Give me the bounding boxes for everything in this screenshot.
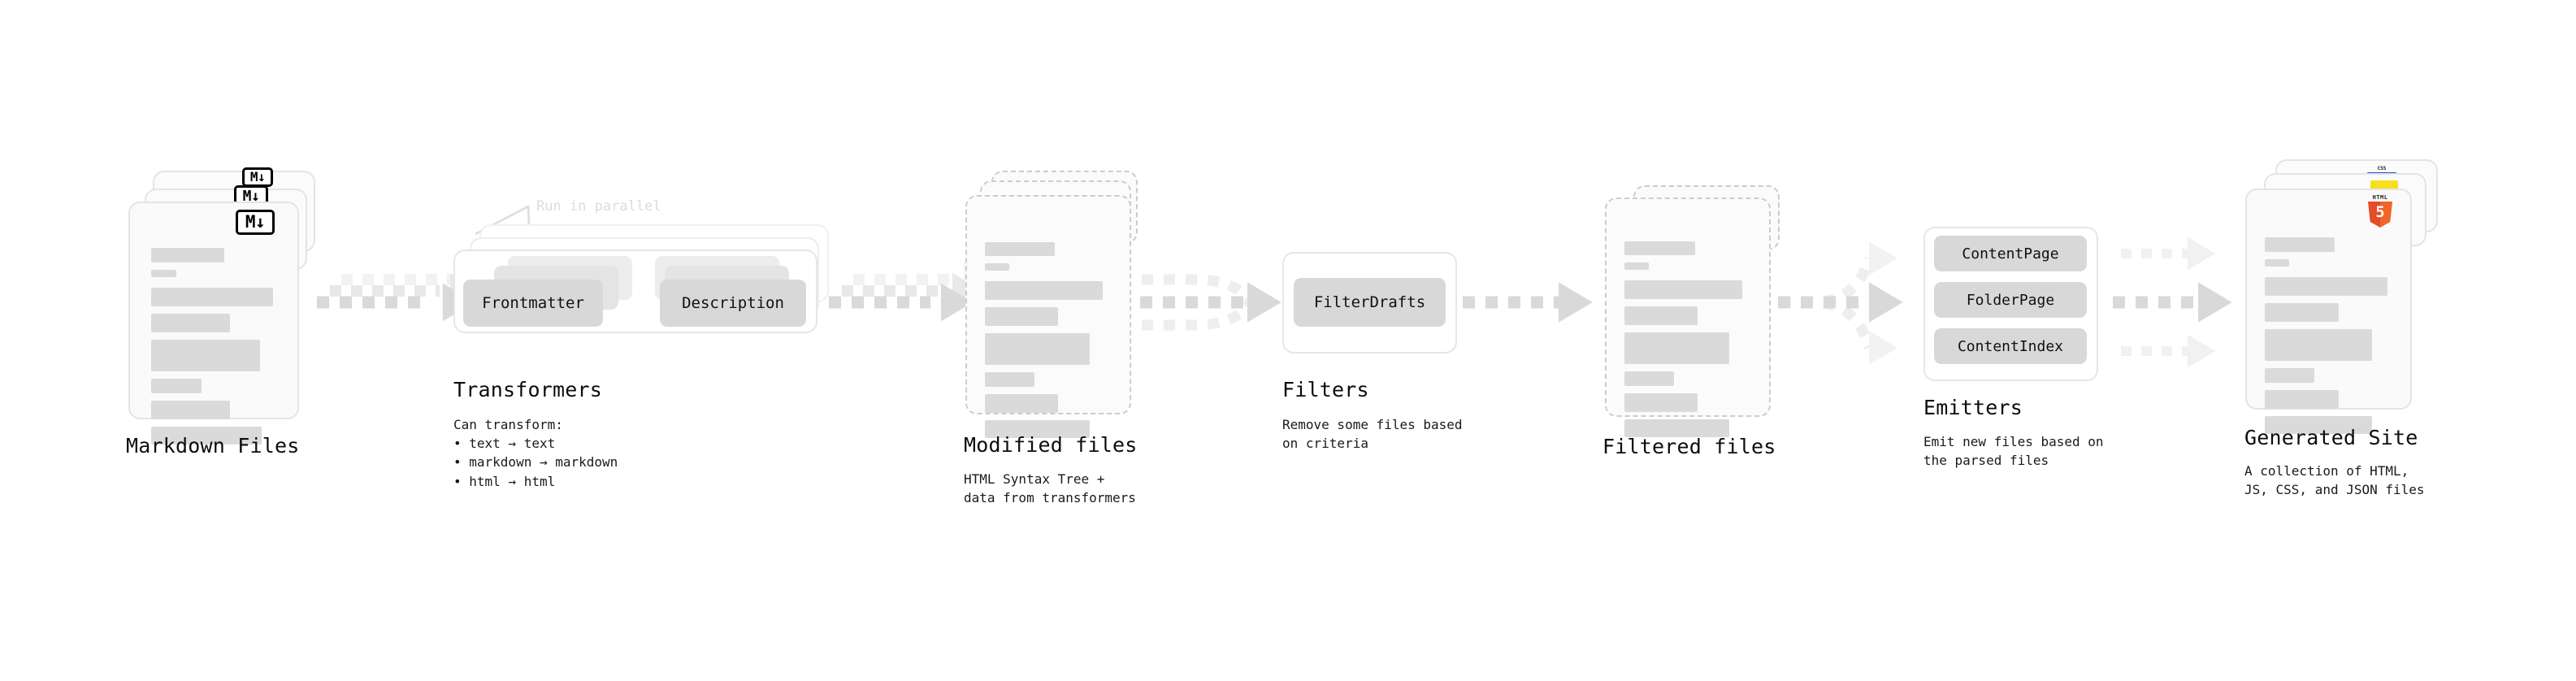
transformer-chip-description[interactable]: Description — [660, 280, 806, 327]
modified-card-front — [965, 195, 1131, 438]
stage-subtitle-modified-files: HTML Syntax Tree + data from transformer… — [964, 471, 1136, 506]
html5-icon: HTML 5 — [2366, 195, 2394, 228]
filtered-card-front — [1605, 197, 1771, 437]
stage-subtitle-generated-site: A collection of HTML, JS, CSS, and JSON … — [2244, 463, 2425, 498]
stage-subtitle-transformers: Can transform: • text → text • markdown … — [453, 417, 618, 489]
emitter-chip-contentpage[interactable]: ContentPage — [1934, 236, 2087, 271]
connector-emitters-to-site — [2113, 236, 2232, 368]
connector-modified-to-filters — [1140, 274, 1281, 331]
stage-title-generated-site: Generated Site — [2244, 426, 2418, 449]
filtered-card-placeholder-lines — [1624, 241, 1751, 445]
connector-filters-to-filtered — [1463, 282, 1593, 323]
emitter-chip-contentindex[interactable]: ContentIndex — [1934, 328, 2087, 364]
stage-title-transformers: Transformers — [453, 378, 603, 401]
markdown-card-front — [128, 202, 299, 445]
css-badge-label: CSS — [2377, 166, 2387, 171]
stage-subtitle-emitters: Emit new files based on the parsed files — [1923, 434, 2104, 469]
filter-chip-filterdrafts[interactable]: FilterDrafts — [1294, 278, 1446, 327]
stage-title-markdown-files: Markdown Files — [126, 434, 300, 458]
html5-version-glyph: 5 — [2375, 203, 2385, 221]
markdown-badge-back: M↓ — [242, 167, 273, 187]
emitter-chip-folderpage[interactable]: FolderPage — [1934, 282, 2087, 318]
transformer-chip-frontmatter[interactable]: Frontmatter — [463, 280, 603, 327]
markdown-badge-front: M↓ — [236, 210, 275, 235]
stage-title-emitters: Emitters — [1923, 396, 2023, 419]
site-card-placeholder-lines — [2265, 237, 2392, 441]
markdown-card-placeholder-lines — [151, 248, 278, 452]
html5-shield-shape: 5 — [2368, 202, 2392, 228]
connector-filtered-to-emitters — [1778, 241, 1903, 365]
html5-badge-label: HTML — [2372, 194, 2388, 201]
site-card-front — [2245, 189, 2412, 434]
stage-title-filtered-files: Filtered files — [1602, 435, 1776, 458]
stage-title-modified-files: Modified files — [964, 433, 1138, 457]
stage-subtitle-filters: Remove some files based on criteria — [1282, 417, 1463, 452]
modified-card-placeholder-lines — [985, 242, 1112, 445]
stage-title-filters: Filters — [1282, 378, 1369, 401]
run-in-parallel-note: Run in parallel — [536, 198, 661, 215]
